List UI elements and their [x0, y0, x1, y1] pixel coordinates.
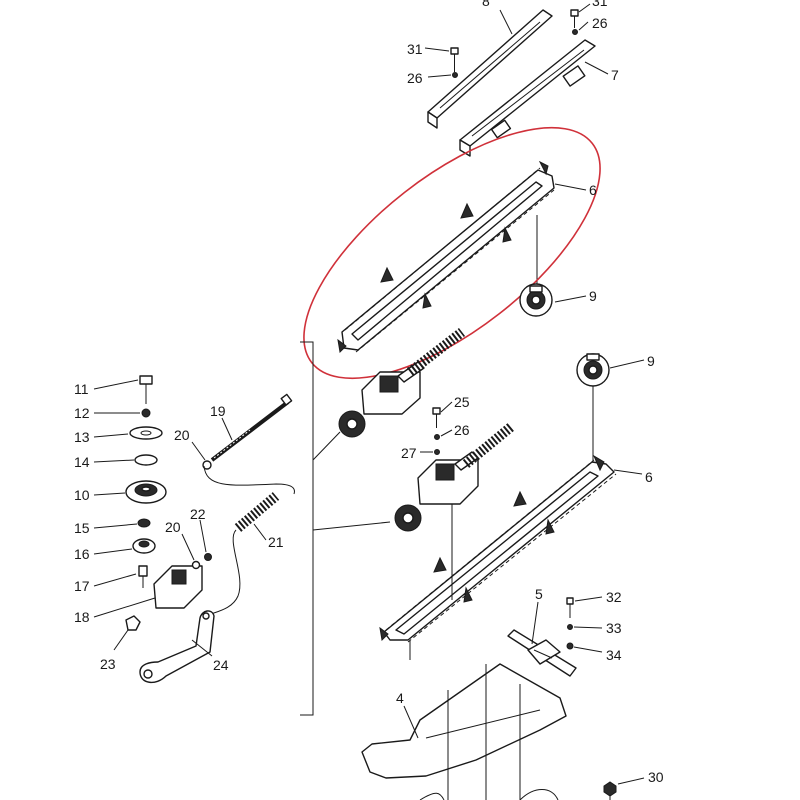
rod-19	[210, 393, 293, 462]
bottom-edge-part-right	[519, 789, 559, 800]
washer-13	[129, 426, 163, 440]
assembly-bracket	[300, 341, 314, 716]
bolt-30	[603, 781, 617, 800]
upper-chain-loop	[337, 160, 555, 354]
lower-chain-loop	[379, 454, 617, 643]
callout-15: 15	[74, 520, 90, 536]
washer-26-top-right	[572, 29, 578, 35]
rod-guide-wire	[203, 465, 295, 495]
callout-24: 24	[213, 657, 229, 673]
tensioner-bracket-18	[153, 565, 203, 609]
upper-tension-spring	[406, 328, 466, 376]
callout-33: 33	[606, 620, 622, 636]
bracket-part-5	[507, 629, 577, 677]
bolt-31-top	[450, 47, 459, 72]
washer-22	[204, 553, 212, 561]
snap-ring-14	[134, 454, 158, 466]
callout-labels: 8 31 26 31 26 7 6 9 9 11 12 13 14 10 15 …	[74, 0, 664, 785]
callout-14: 14	[74, 454, 90, 470]
bearing-16	[132, 538, 156, 554]
callout-9-lower: 9	[647, 353, 655, 369]
bottom-edge-part	[419, 792, 445, 800]
callout-4: 4	[396, 690, 404, 706]
washer-20-upper	[202, 460, 212, 470]
callout-22: 22	[190, 506, 206, 522]
bracket-leader-lower	[312, 521, 391, 531]
callout-16: 16	[74, 546, 90, 562]
nut-34	[566, 642, 574, 650]
bolt-top-right	[570, 9, 579, 28]
callout-8: 8	[482, 0, 490, 9]
lower-rail-part-7	[459, 39, 596, 157]
sprocket-9-upper	[519, 283, 553, 317]
callout-23: 23	[100, 656, 116, 672]
callout-26-top-left: 26	[407, 70, 423, 86]
callout-30: 30	[648, 769, 664, 785]
bolt-17	[138, 565, 148, 588]
callout-5: 5	[535, 586, 543, 602]
arm-24	[139, 610, 215, 683]
callout-27: 27	[401, 445, 417, 461]
bracket-leader-upper	[312, 431, 341, 461]
callout-26-middle: 26	[454, 422, 470, 438]
bolt-25	[432, 407, 441, 428]
callout-9-upper: 9	[589, 288, 597, 304]
bolt-32	[566, 597, 574, 618]
base-plate-part-4	[361, 663, 567, 800]
callout-6-upper: 6	[589, 182, 597, 198]
idler-sprocket-lower	[394, 504, 422, 532]
callout-11: 11	[74, 381, 89, 397]
callout-7: 7	[611, 67, 619, 83]
callout-17: 17	[74, 578, 90, 594]
bolt-11	[139, 375, 153, 404]
sprocket-10	[125, 480, 167, 504]
callout-6-lower: 6	[645, 469, 653, 485]
callout-20-upper: 20	[174, 427, 190, 443]
spring-hook-wire	[205, 529, 241, 617]
lower-tension-spring	[462, 422, 516, 468]
callout-25: 25	[454, 394, 470, 410]
callout-10: 10	[74, 487, 90, 503]
callout-18: 18	[74, 609, 90, 625]
washer-26-top-left	[452, 72, 458, 78]
highlight-ellipse	[303, 126, 601, 380]
washer-20-lower	[191, 560, 201, 570]
washer-33	[567, 624, 573, 630]
nut-23	[125, 615, 141, 631]
callout-12: 12	[74, 405, 90, 421]
upper-rail-part-8	[427, 9, 553, 129]
callout-32: 32	[606, 589, 622, 605]
bushing-15	[137, 518, 151, 528]
leader-lines	[93, 3, 645, 785]
washer-27	[434, 449, 440, 455]
washer-12	[141, 408, 151, 418]
callout-31-top-right: 31	[592, 0, 608, 9]
idler-sprocket-upper	[338, 410, 366, 438]
callout-19: 19	[210, 403, 226, 419]
callout-31-top-left: 31	[407, 41, 423, 57]
callout-13: 13	[74, 429, 90, 445]
callout-34: 34	[606, 647, 622, 663]
washer-26-middle	[434, 434, 440, 440]
callout-26-top-right: 26	[592, 15, 608, 31]
sprocket-9-lower	[576, 353, 610, 387]
spring-21	[234, 492, 280, 532]
callout-20-lower: 20	[165, 519, 181, 535]
callout-21: 21	[268, 534, 284, 550]
